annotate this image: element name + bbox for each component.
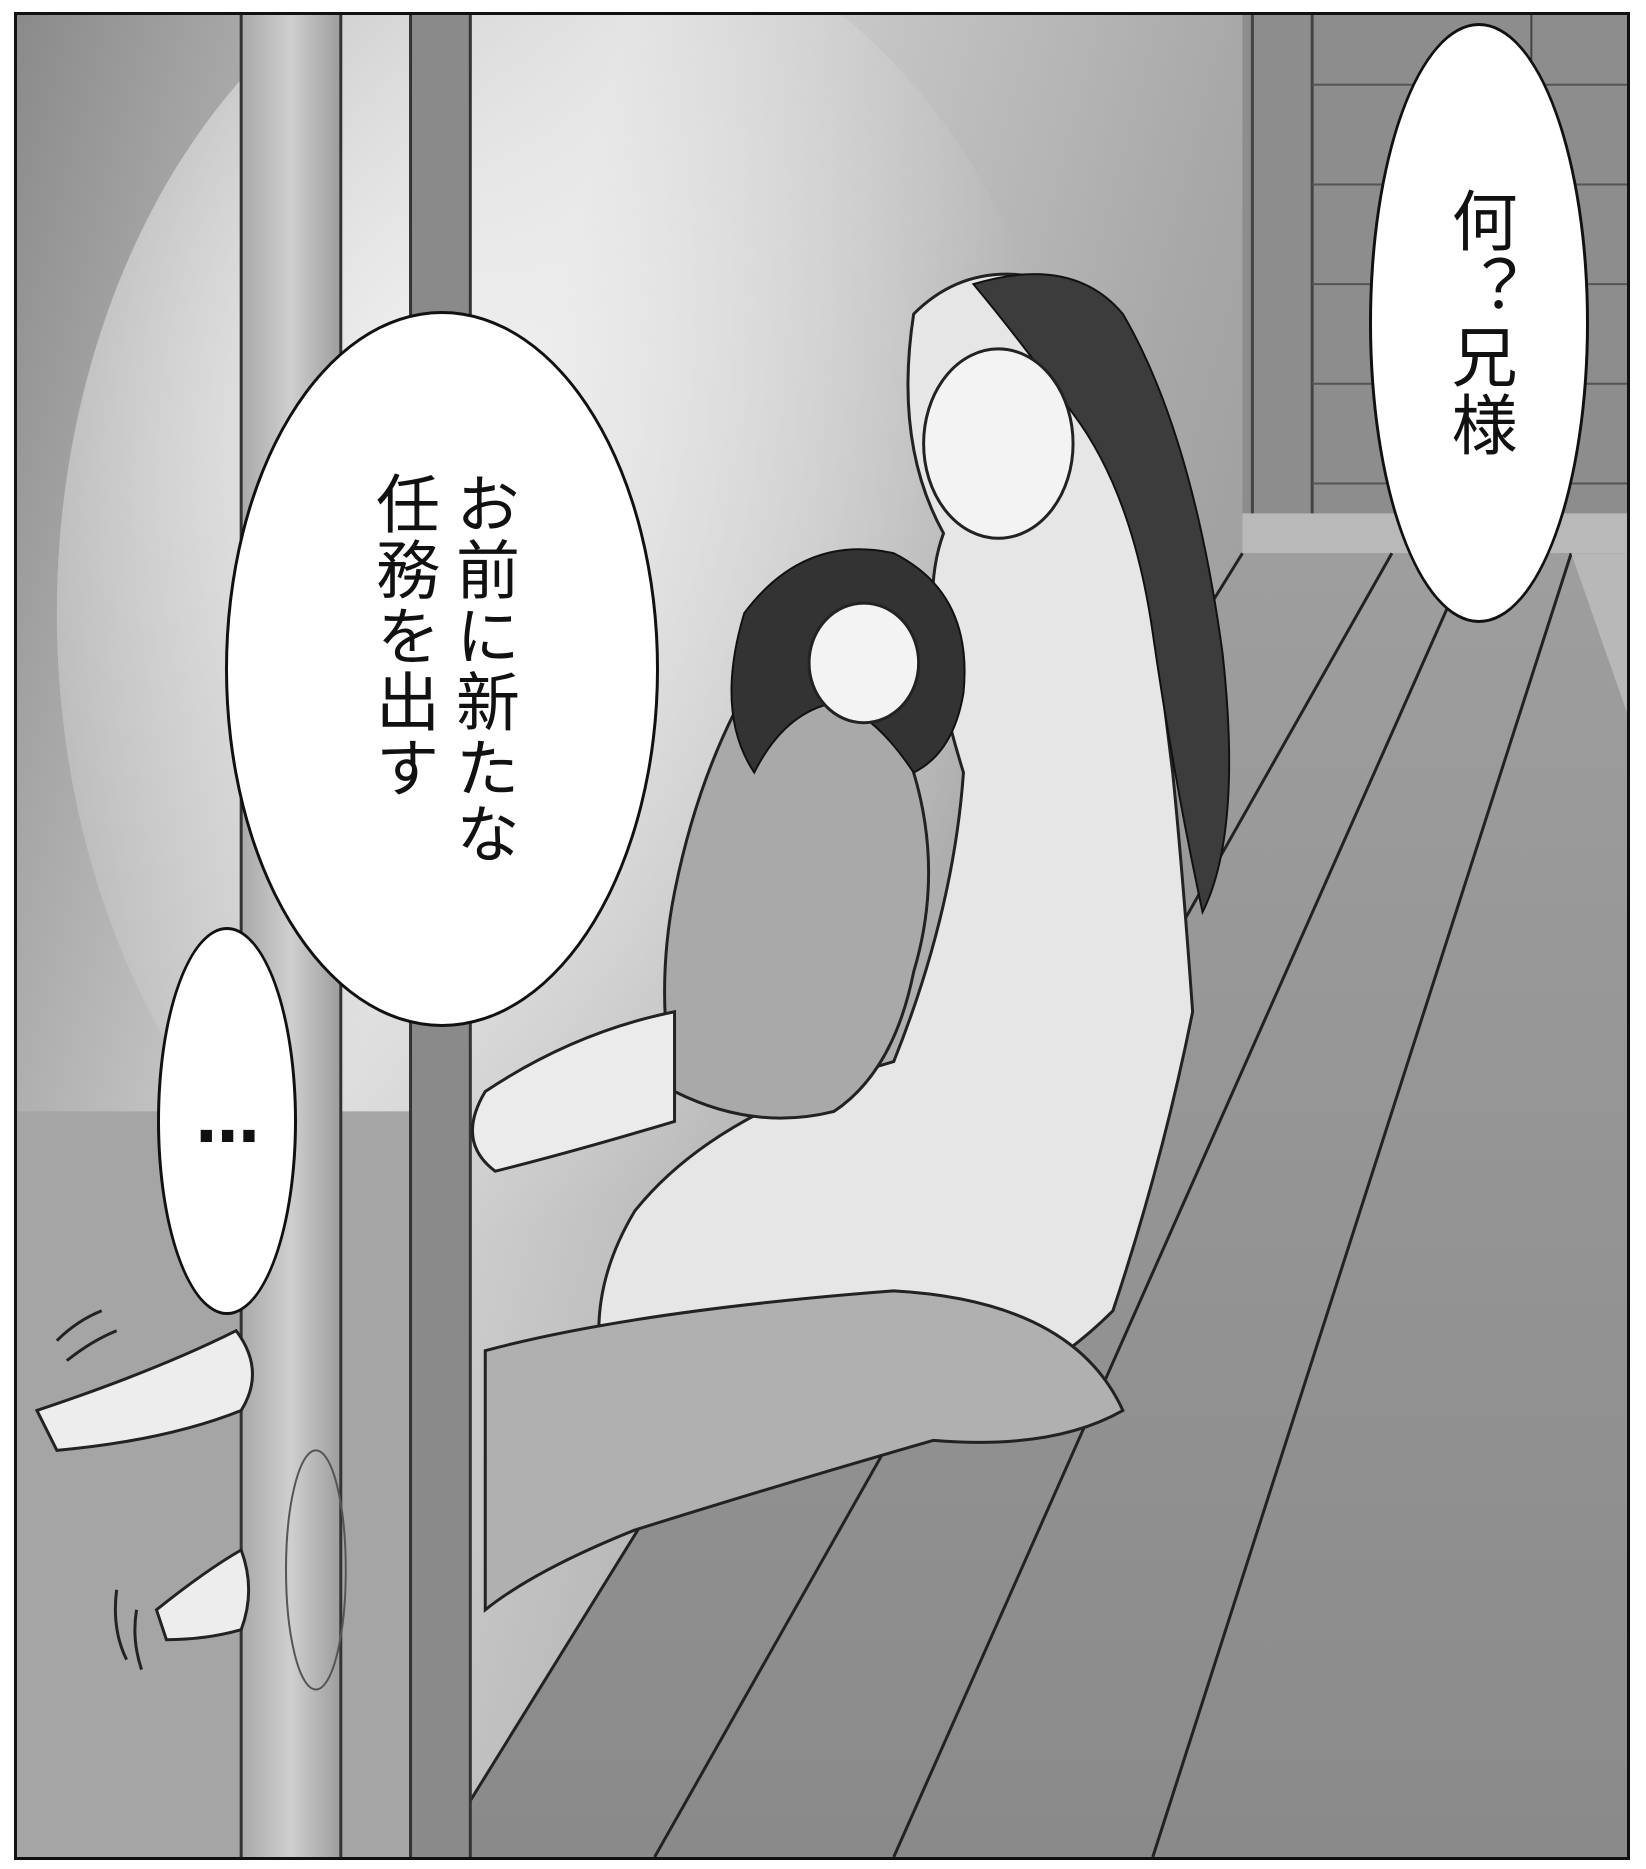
manga-illustration-icon xyxy=(17,15,1627,1857)
speech-bubble-top-right: 何？兄様 xyxy=(1369,23,1589,623)
speech-bubble-left: … xyxy=(157,927,297,1315)
speech-bubble-middle: お前に新たな 任務を出す xyxy=(225,311,659,1027)
speech-text-top-right: 何？兄様 xyxy=(1440,187,1518,459)
manga-panel: 何？兄様 お前に新たな 任務を出す … xyxy=(14,12,1630,1860)
speech-text-left: … xyxy=(190,1084,265,1158)
speech-text-middle: お前に新たな 任務を出す xyxy=(365,471,519,867)
